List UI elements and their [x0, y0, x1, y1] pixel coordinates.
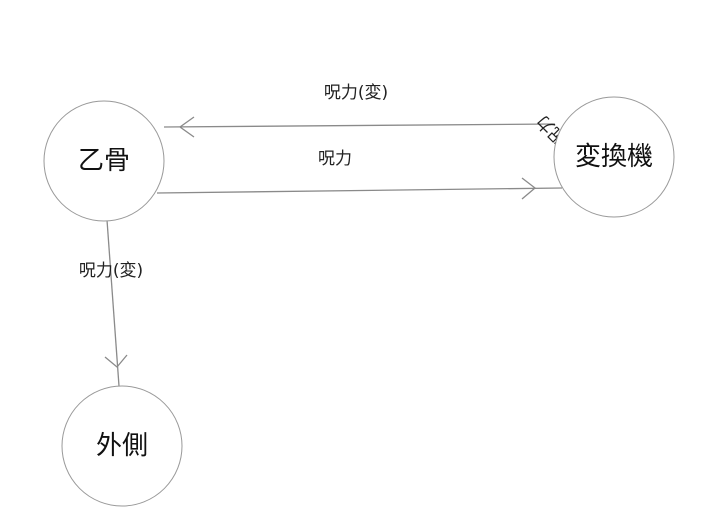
edge-line [106, 219, 120, 387]
edge-henkanki-to-otsukotsu[interactable]: 呪力(変) [163, 83, 556, 138]
node-circle [553, 96, 675, 218]
node-label: 乙骨 [78, 146, 130, 176]
edge-label: 呪力(変) [324, 83, 388, 103]
node-sotogawa[interactable]: 外側 [61, 385, 183, 507]
node-circle [61, 385, 183, 507]
node-otsukotsu[interactable]: 乙骨 [43, 100, 165, 222]
edge-otsukotsu-to-henkanki[interactable]: 呪力 [156, 149, 563, 200]
arrowhead-icon [178, 116, 195, 138]
node-circle [43, 100, 165, 222]
arrowhead-icon [521, 177, 537, 200]
node-label: 外側 [96, 431, 148, 461]
edge-otsukotsu-to-sotogawa[interactable]: 呪力(変) [79, 219, 143, 387]
node-henkanki[interactable]: 変換機 [553, 96, 675, 218]
edge-line [156, 187, 563, 194]
arrowhead-icon [104, 354, 128, 368]
edge-line [163, 123, 556, 128]
node-label: 変換機 [575, 142, 653, 172]
edge-label: 呪力(変) [79, 261, 143, 281]
edge-label: 呪力 [318, 149, 352, 169]
